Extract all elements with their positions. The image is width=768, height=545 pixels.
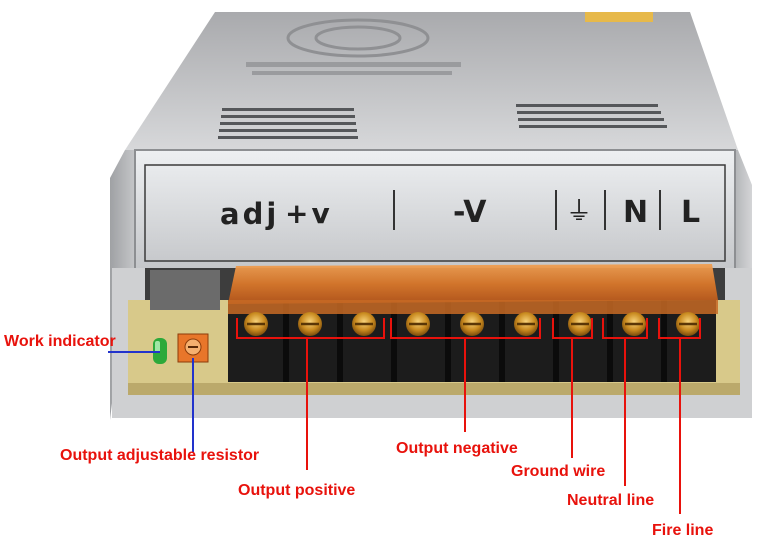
callout-output-adjustable-resistor: Output adjustable resistor — [60, 447, 260, 464]
internal-component — [150, 270, 220, 310]
case-top — [125, 12, 738, 150]
panel-label-adj: adj — [220, 197, 280, 231]
callout-neutral-line: Neutral line — [567, 492, 655, 509]
callout-ground-wire: Ground wire — [511, 463, 606, 480]
callout-output-negative: Output negative — [396, 440, 518, 457]
front-label-panel — [134, 149, 736, 271]
panel-label-neutral: N — [623, 195, 649, 230]
case-vents-left — [218, 108, 358, 139]
callout-lines — [108, 338, 681, 514]
panel-label-minus-v: -V — [453, 195, 487, 230]
callout-output-positive: Output positive — [238, 482, 356, 499]
panel-label-plus-v: +v — [285, 197, 333, 230]
terminal-separators — [283, 300, 667, 382]
case-top-sticker — [585, 12, 653, 22]
case-top-print — [246, 62, 461, 75]
adjustable-resistor — [177, 333, 209, 363]
case-vents-right — [516, 104, 667, 128]
panel-dividers — [393, 190, 661, 230]
bracket-output-positive — [236, 318, 385, 339]
ground-symbol-icon: ⏚ — [566, 197, 593, 227]
case-top-logo — [286, 18, 430, 58]
callout-work-indicator: Work indicator — [4, 333, 116, 350]
panel-label-line: L — [681, 195, 701, 230]
callout-fire-line: Fire line — [652, 522, 714, 539]
terminal-cover — [228, 264, 718, 304]
